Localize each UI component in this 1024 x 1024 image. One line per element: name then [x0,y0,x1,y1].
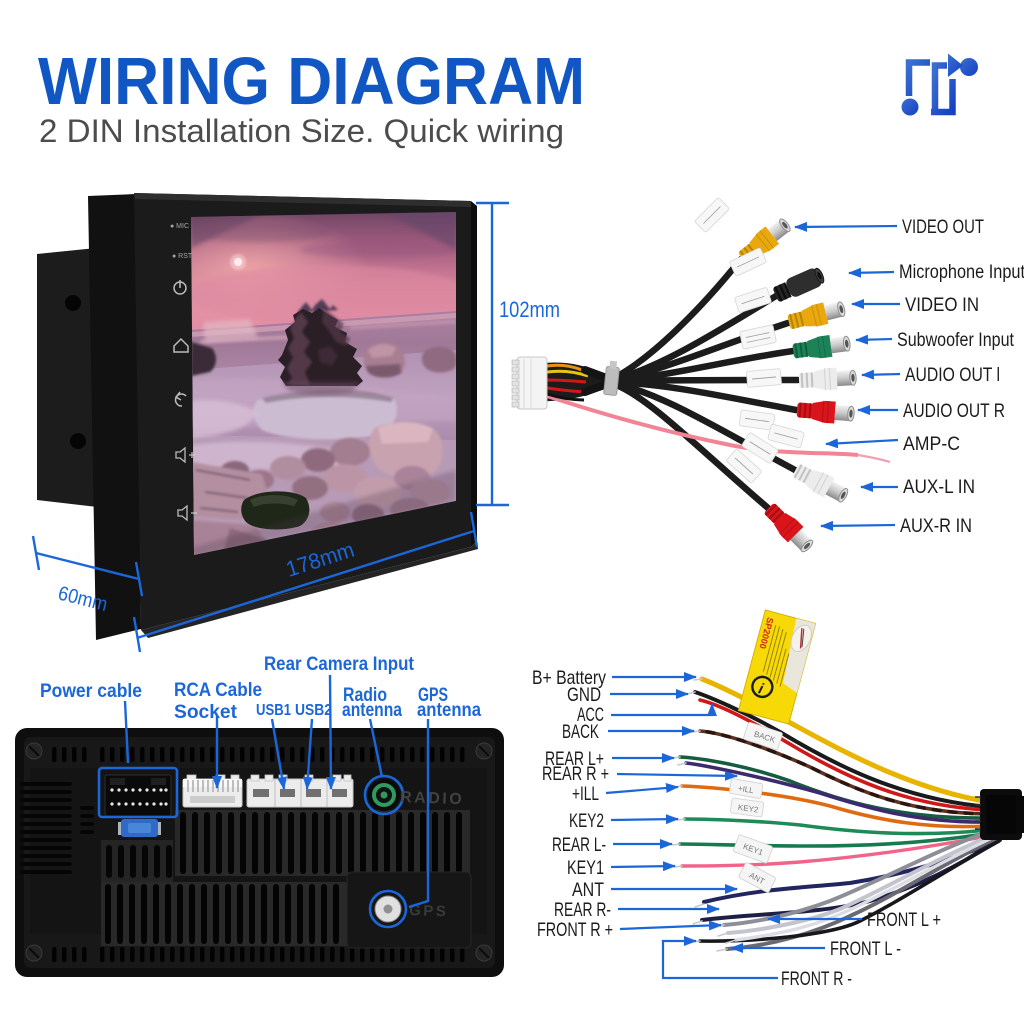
svg-text:● MIC: ● MIC [170,223,189,230]
svg-text:REAR R +: REAR R + [542,763,609,785]
svg-text:GPS: GPS [409,902,449,920]
svg-text:AMP-C: AMP-C [903,434,960,455]
svg-text:REAR L+: REAR L+ [545,748,604,770]
svg-text:VIDEO IN: VIDEO IN [905,295,979,316]
svg-text:● RST: ● RST [172,253,193,260]
svg-text:REAR L-: REAR L- [552,834,606,856]
svg-text:USB2: USB2 [295,702,332,719]
svg-text:FRONT R -: FRONT R - [781,968,852,990]
svg-text:AUX-R IN: AUX-R IN [900,516,972,537]
svg-text:WIRING DIAGRAM: WIRING DIAGRAM [38,44,585,119]
svg-text:FRONT R +: FRONT R + [537,919,613,941]
svg-text:KEY2: KEY2 [737,803,759,815]
svg-text:2 DIN Installation Size. Quick: 2 DIN Installation Size. Quick wiring [39,113,564,149]
svg-text:GND: GND [567,684,601,706]
svg-text:Radio: Radio [343,685,387,706]
svg-text:VIDEO OUT: VIDEO OUT [902,217,984,238]
svg-text:i: i [757,680,766,698]
svg-text:RADIO: RADIO [400,789,465,808]
svg-text:antenna: antenna [417,700,481,721]
svg-text:FRONT L -: FRONT L - [830,938,901,960]
svg-text:Power cable: Power cable [40,681,142,702]
svg-text:Socket: Socket [174,702,238,723]
svg-text:102mm: 102mm [499,297,560,322]
svg-text:AUX-L IN: AUX-L IN [903,477,975,498]
svg-text:ANT: ANT [572,879,604,901]
svg-text:FRONT L +: FRONT L + [867,909,941,931]
svg-text:+ILL: +ILL [737,784,755,796]
svg-text:AUDIO OUT R: AUDIO OUT R [903,401,1005,422]
svg-text:GPS: GPS [418,685,448,706]
svg-text:Subwoofer Input: Subwoofer Input [897,330,1015,351]
svg-text:KEY1: KEY1 [567,857,604,879]
svg-text:RCA Cable: RCA Cable [174,680,262,701]
svg-text:B+ Battery: B+ Battery [532,667,606,689]
svg-text:BACK: BACK [562,721,599,743]
svg-text:KEY2: KEY2 [569,810,604,832]
svg-text:ACC: ACC [577,704,604,726]
svg-text:+ILL: +ILL [572,783,599,805]
svg-text:REAR R-: REAR R- [554,899,611,921]
svg-text:USB1: USB1 [256,702,291,719]
svg-text:Microphone Input: Microphone Input [899,262,1024,283]
svg-text:AUDIO OUT l: AUDIO OUT l [905,365,1000,386]
svg-text:Rear Camera Input: Rear Camera Input [264,654,415,675]
svg-text:antenna: antenna [342,700,402,721]
